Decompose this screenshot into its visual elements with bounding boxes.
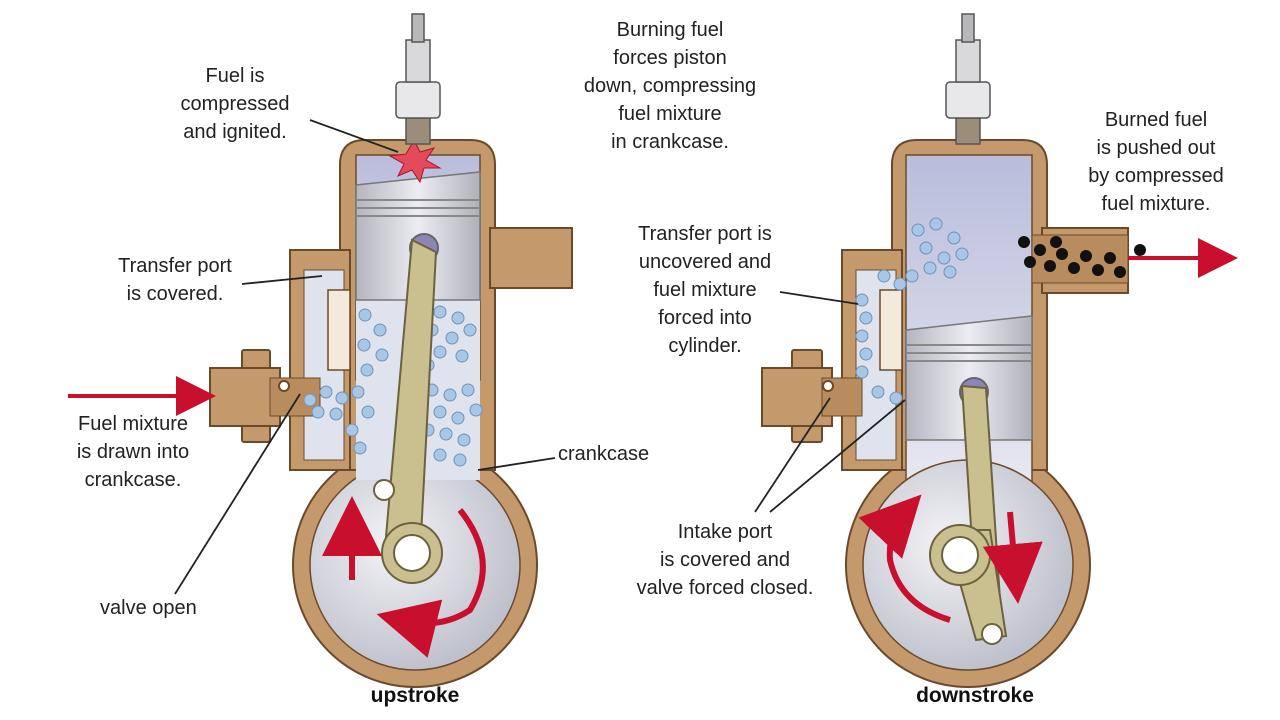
label-burning-fuel: Burning fuel forces piston down, compres… — [583, 19, 757, 153]
upstroke-engine — [68, 13, 573, 688]
label-burned-fuel: Burned fuel is pushed out by compressed … — [1088, 109, 1224, 215]
caption-downstroke: downstroke — [916, 684, 1034, 707]
label-fuel-drawn: Fuel mixture is drawn into crankcase. — [76, 413, 190, 491]
right-spark-plug — [945, 13, 991, 145]
label-transfer-uncovered: Transfer port is uncovered and fuel mixt… — [638, 223, 772, 357]
label-valve-open: valve open — [100, 597, 197, 619]
right-valve — [822, 380, 834, 392]
label-fuel-compressed: Fuel is compressed and ignited. — [180, 65, 290, 143]
left-rotation-arrows — [322, 496, 486, 658]
left-spark-plug — [395, 13, 441, 145]
caption-upstroke: upstroke — [370, 684, 460, 707]
right-exhaust-particles — [1018, 236, 1146, 278]
label-intake-covered: Intake port is covered and valve forced … — [636, 521, 814, 599]
right-fuel-bubbles — [855, 217, 969, 405]
leader-lines — [174, 119, 906, 595]
right-rotation-arrows — [858, 494, 1043, 623]
left-connecting-rod — [373, 238, 443, 584]
downstroke-engine — [761, 13, 1238, 688]
label-transfer-covered: Transfer port is covered. — [118, 255, 232, 305]
label-crankcase: crankcase — [558, 443, 650, 465]
left-spark — [388, 138, 442, 184]
left-valve — [278, 380, 290, 392]
